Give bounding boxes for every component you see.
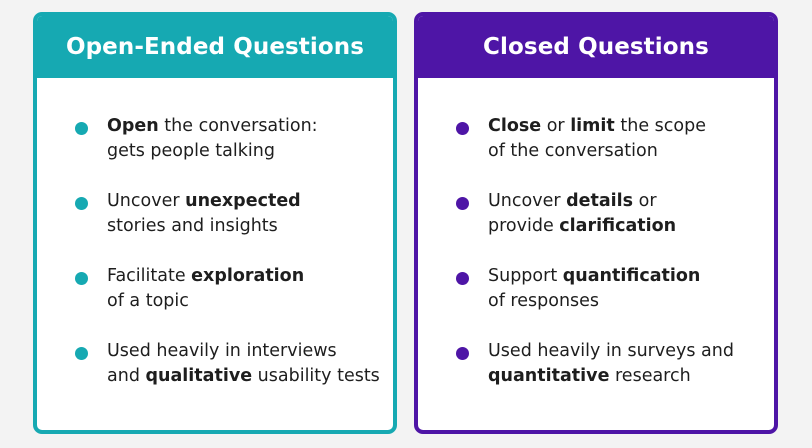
list-item-text: Uncover details or provide clarification bbox=[488, 189, 676, 239]
emphasis: Close bbox=[488, 116, 542, 136]
bullet-dot-icon bbox=[456, 347, 469, 360]
emphasis: details bbox=[566, 191, 634, 211]
list-item-line: gets people talking bbox=[107, 139, 318, 164]
list-item-text: Used heavily in surveys and quantitative… bbox=[488, 339, 734, 389]
text-run: Used heavily in surveys and bbox=[488, 341, 734, 361]
list-item-line: Uncover unexpected bbox=[107, 189, 301, 214]
list-item-line: and qualitative usability tests bbox=[107, 364, 380, 389]
list-item-line: stories and insights bbox=[107, 214, 301, 239]
list-item-line: Used heavily in surveys and bbox=[488, 339, 734, 364]
text-run: or bbox=[541, 116, 571, 136]
closed-questions-panel: Closed Questions Close or limit the scop… bbox=[414, 12, 778, 434]
closed-list: Close or limit the scope of the conversa… bbox=[418, 78, 774, 430]
text-run: usability tests bbox=[252, 366, 380, 386]
bullet-dot-icon bbox=[456, 272, 469, 285]
list-item-text: Open the conversation: gets people talki… bbox=[107, 114, 318, 164]
text-run: or bbox=[633, 191, 657, 211]
bullet-dot-icon bbox=[75, 197, 88, 210]
text-run: stories and insights bbox=[107, 216, 278, 236]
list-item-line: of responses bbox=[488, 289, 700, 314]
list-item-line: quantitative research bbox=[488, 364, 734, 389]
list-item-line: of the conversation bbox=[488, 139, 706, 164]
panel-title: Open-Ended Questions bbox=[37, 16, 393, 78]
text-run: Support bbox=[488, 266, 563, 286]
list-item-line: Used heavily in interviews bbox=[107, 339, 380, 364]
list-item-line: provide clarification bbox=[488, 214, 676, 239]
emphasis: quantitative bbox=[488, 366, 610, 386]
list-item-text: Facilitate exploration of a topic bbox=[107, 264, 304, 314]
text-run: Used heavily in interviews bbox=[107, 341, 337, 361]
emphasis: clarification bbox=[559, 216, 677, 236]
text-run: of the conversation bbox=[488, 141, 658, 161]
text-run: Facilitate bbox=[107, 266, 192, 286]
bullet-dot-icon bbox=[75, 347, 88, 360]
open-ended-list: Open the conversation: gets people talki… bbox=[37, 78, 393, 430]
list-item-text: Close or limit the scope of the conversa… bbox=[488, 114, 706, 164]
text-run: of responses bbox=[488, 291, 600, 311]
list-item-line: Open the conversation: bbox=[107, 114, 318, 139]
text-run: gets people talking bbox=[107, 141, 275, 161]
text-run: research bbox=[609, 366, 691, 386]
bullet-dot-icon bbox=[456, 122, 469, 135]
bullet-dot-icon bbox=[75, 122, 88, 135]
text-run: of a topic bbox=[107, 291, 189, 311]
list-item-line: Facilitate exploration bbox=[107, 264, 304, 289]
emphasis: exploration bbox=[191, 266, 305, 286]
emphasis: limit bbox=[570, 116, 615, 136]
emphasis: qualitative bbox=[145, 366, 253, 386]
text-run: Uncover bbox=[488, 191, 567, 211]
list-item-text: Used heavily in interviews and qualitati… bbox=[107, 339, 380, 389]
list-item-line: of a topic bbox=[107, 289, 304, 314]
bullet-dot-icon bbox=[456, 197, 469, 210]
panel-title: Closed Questions bbox=[418, 16, 774, 78]
bullet-dot-icon bbox=[75, 272, 88, 285]
list-item-line: Close or limit the scope bbox=[488, 114, 706, 139]
list-item-line: Support quantification bbox=[488, 264, 700, 289]
text-run: Uncover bbox=[107, 191, 186, 211]
list-item-line: Uncover details or bbox=[488, 189, 676, 214]
text-run: the conversation: bbox=[158, 116, 318, 136]
list-item-text: Uncover unexpected stories and insights bbox=[107, 189, 301, 239]
emphasis: Open bbox=[107, 116, 159, 136]
emphasis: unexpected bbox=[185, 191, 301, 211]
text-run: the scope bbox=[614, 116, 706, 136]
list-item-text: Support quantification of responses bbox=[488, 264, 700, 314]
text-run: provide bbox=[488, 216, 560, 236]
open-ended-questions-panel: Open-Ended Questions Open the conversati… bbox=[33, 12, 397, 434]
emphasis: quantification bbox=[562, 266, 701, 286]
text-run: and bbox=[107, 366, 146, 386]
